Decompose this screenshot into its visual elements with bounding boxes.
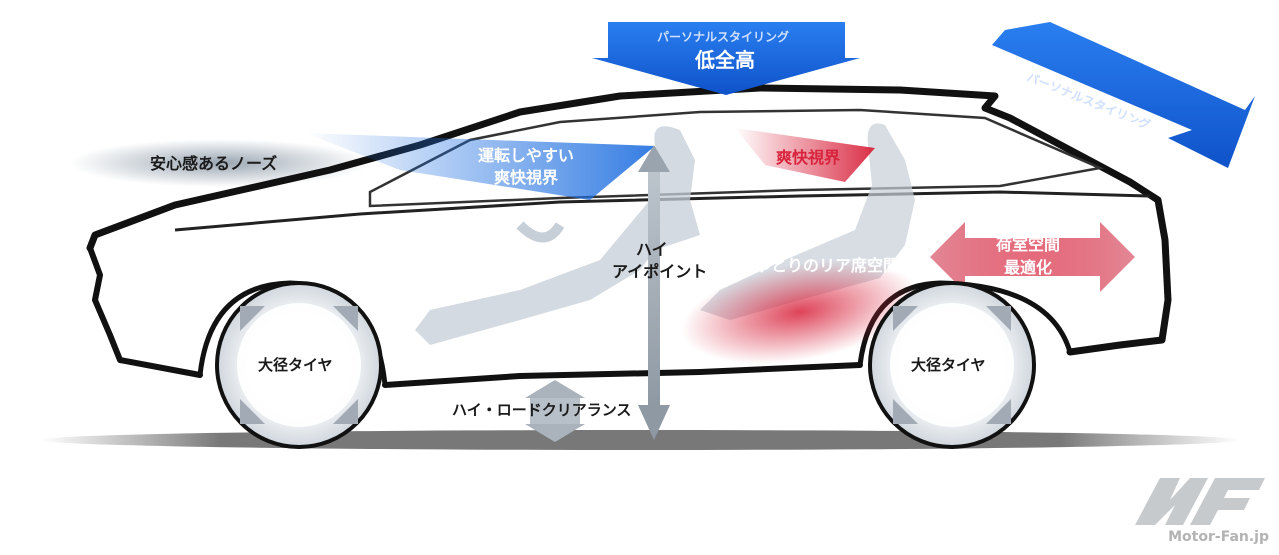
driver-silhouette (415, 126, 700, 345)
roof-tag-label: パーソナルスタイリング (656, 30, 789, 44)
driver-view-beam (305, 133, 655, 200)
car-underbody-front (87, 245, 203, 378)
clearance-label: ハイ・ロードクリアランス (452, 401, 632, 419)
eyepoint-label-2: アイポイント (612, 262, 708, 281)
cargo-label-1: 荷室空間 (996, 235, 1061, 254)
rear-space-label: ゆとりのリア席空間 (755, 256, 900, 275)
eyepoint-label-1: ハイ (636, 240, 668, 259)
car-sill (382, 362, 863, 388)
rear-space-glow (681, 260, 919, 364)
steering-wheel (516, 221, 565, 243)
fastback-arrow (992, 22, 1255, 168)
front-tire-label: 大径タイヤ (258, 356, 333, 374)
rear-view-beam (735, 128, 875, 182)
roof-main-label: 低全高 (695, 48, 755, 72)
ground-shadow (40, 430, 1240, 450)
motorfan-logo (1135, 478, 1265, 525)
rear-view-label: 爽快視界 (776, 148, 841, 167)
driver-view-label-1: 運転しやすい (478, 146, 574, 165)
rear-wheel (868, 281, 1036, 449)
car-greenhouse (368, 108, 1105, 208)
car-body-outline (86, 84, 1172, 356)
cargo-arrow (930, 222, 1135, 292)
nose-label: 安心感あるノーズ (150, 154, 278, 173)
roof-arrow (592, 22, 860, 95)
front-wheel (215, 281, 383, 449)
cargo-label-2: 最適化 (1004, 258, 1053, 277)
watermark-text: Motor-Fan.jp (1168, 529, 1269, 545)
driver-view-label-2: 爽快視界 (494, 168, 559, 187)
eyepoint-arrow (638, 145, 670, 440)
rear-tire-label: 大径タイヤ (911, 356, 986, 374)
clearance-arrow (525, 380, 585, 442)
